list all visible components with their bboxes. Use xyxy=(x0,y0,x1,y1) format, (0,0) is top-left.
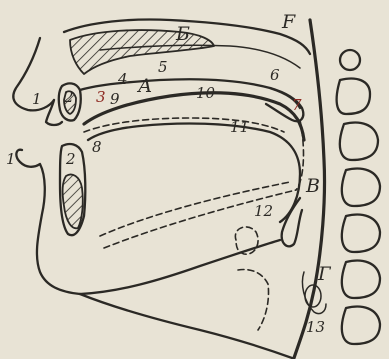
label-soft-palate: 6 xyxy=(270,66,280,84)
label-tongue-middle: 10 xyxy=(196,84,216,102)
label-larynx: Г xyxy=(317,263,332,285)
label-pharynx: В xyxy=(305,175,320,197)
label-upper-teeth: 2 xyxy=(63,88,74,106)
label-hard-palate-front: 4 xyxy=(117,70,128,88)
label-alveoli: 3 xyxy=(96,88,106,106)
label-tongue-front: 9 xyxy=(110,90,120,108)
label-upper-lip: 1 xyxy=(32,90,42,108)
label-epiglottis: 12 xyxy=(254,202,273,220)
label-uvula: 7 xyxy=(292,96,302,114)
label-lower-lip: 1 xyxy=(6,150,16,168)
label-hard-palate: 5 xyxy=(158,58,168,76)
label-vocal-cords: 13 xyxy=(306,318,325,336)
label-nasopharynx: F xyxy=(281,11,296,33)
label-tongue-back: 11 xyxy=(230,118,249,136)
label-nasal-cavity: Б xyxy=(175,23,190,45)
label-lower-teeth: 2 xyxy=(65,150,76,168)
label-tongue-tip: 8 xyxy=(92,138,102,156)
label-oral-cavity: А xyxy=(136,75,152,97)
